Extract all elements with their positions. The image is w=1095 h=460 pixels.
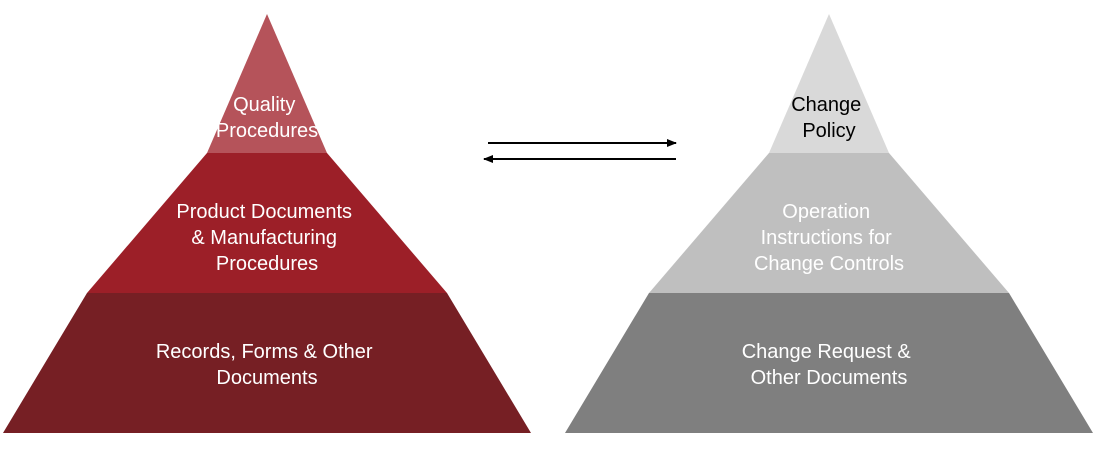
left-pyramid-bottom-tier (3, 293, 531, 433)
right-top-label: Change Policy (791, 94, 867, 142)
left-pyramid-middle-tier (87, 153, 447, 293)
left-top-label: Quality Procedures (216, 94, 318, 142)
exchange-arrows (483, 139, 677, 163)
right-pyramid-top-tier (769, 14, 889, 153)
right-bottom-label: Change Request & Other Documents (742, 341, 917, 389)
left-middle-label: Product Documents & Manufacturing Proced… (176, 201, 357, 275)
left-pyramid: Quality Procedures Product Documents & M… (3, 14, 531, 433)
left-pyramid-top-tier (207, 14, 327, 153)
right-pyramid: Change Policy Operation Instructions for… (565, 14, 1093, 433)
right-middle-label: Operation Instructions for Change Contro… (754, 201, 904, 275)
left-bottom-label: Records, Forms & Other Documents (156, 341, 378, 389)
right-pyramid-middle-tier (649, 153, 1009, 293)
right-pyramid-bottom-tier (565, 293, 1093, 433)
